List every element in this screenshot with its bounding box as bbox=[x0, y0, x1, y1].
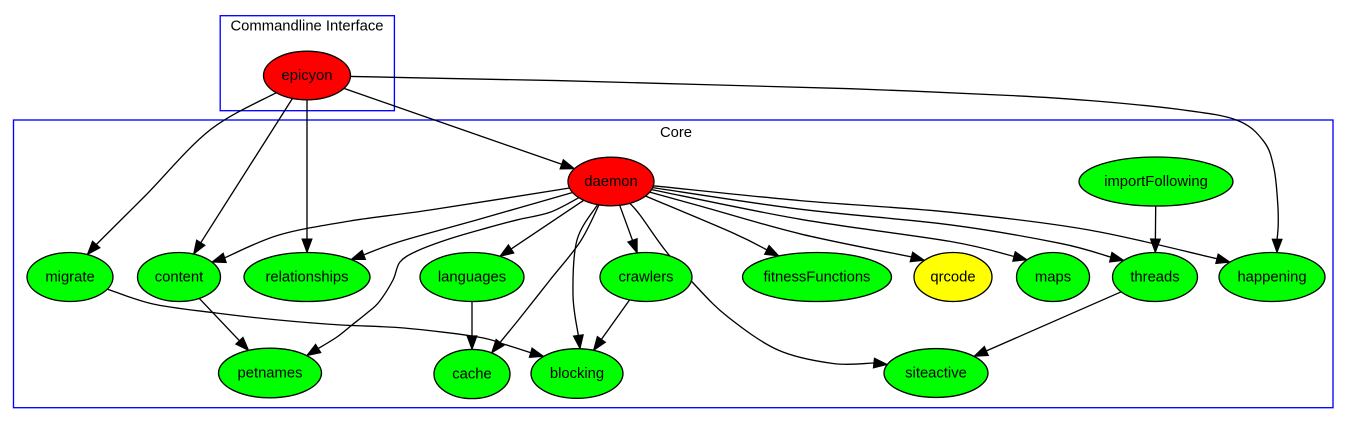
svg-text:maps: maps bbox=[1035, 270, 1071, 286]
svg-text:migrate: migrate bbox=[45, 270, 94, 286]
svg-text:threads: threads bbox=[1130, 270, 1179, 286]
svg-text:relationships: relationships bbox=[265, 270, 348, 286]
svg-text:crawlers: crawlers bbox=[618, 270, 673, 286]
svg-text:siteactive: siteactive bbox=[905, 366, 967, 382]
svg-text:content: content bbox=[155, 270, 204, 286]
svg-text:languages: languages bbox=[438, 270, 506, 286]
svg-text:epicyon: epicyon bbox=[281, 68, 332, 84]
svg-text:blocking: blocking bbox=[550, 366, 604, 382]
svg-text:petnames: petnames bbox=[238, 366, 303, 382]
svg-text:Core: Core bbox=[660, 125, 692, 141]
svg-text:fitnessFunctions: fitnessFunctions bbox=[764, 270, 871, 286]
svg-text:qrcode: qrcode bbox=[930, 270, 975, 286]
svg-text:importFollowing: importFollowing bbox=[1104, 174, 1208, 190]
svg-text:cache: cache bbox=[452, 367, 492, 383]
svg-text:happening: happening bbox=[1237, 270, 1306, 286]
svg-text:Commandline Interface: Commandline Interface bbox=[231, 19, 384, 35]
svg-text:daemon: daemon bbox=[584, 174, 637, 190]
